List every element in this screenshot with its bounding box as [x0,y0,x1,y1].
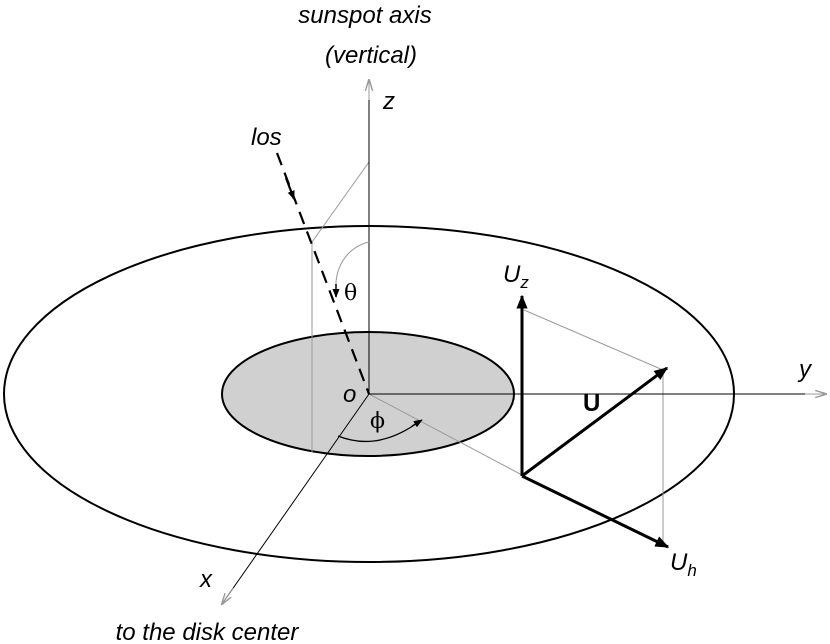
uh-vector [521,474,670,549]
origin-label: o [343,381,356,408]
phi-arrow [411,419,423,428]
phi-label: ϕ [370,409,385,434]
u-vector-label: U [583,390,600,417]
uz-label: Uz [503,261,529,292]
x-axis-arrow [222,587,234,604]
z-axis-label: z [382,88,395,115]
uh-label-main: U [670,549,688,576]
disk-center-label: to the disk center [116,619,300,644]
theta-label: θ [344,281,357,306]
phi-arc [337,420,421,443]
uz-label-sub: z [519,273,529,292]
u-vector [521,366,669,478]
axis-title-line2: (vertical) [325,42,417,69]
projection-guides [311,161,664,545]
uh-label: Uh [670,549,697,580]
los-label: los [251,124,282,151]
axis-title-line1: sunspot axis [298,2,431,29]
uh-label-sub: h [687,561,696,580]
x-axis-label: x [199,566,213,593]
uz-label-main: U [503,261,521,288]
y-axis-label: y [797,356,813,383]
x-axis [221,393,370,605]
theta-arc [335,241,370,292]
los-arrow [284,177,296,200]
